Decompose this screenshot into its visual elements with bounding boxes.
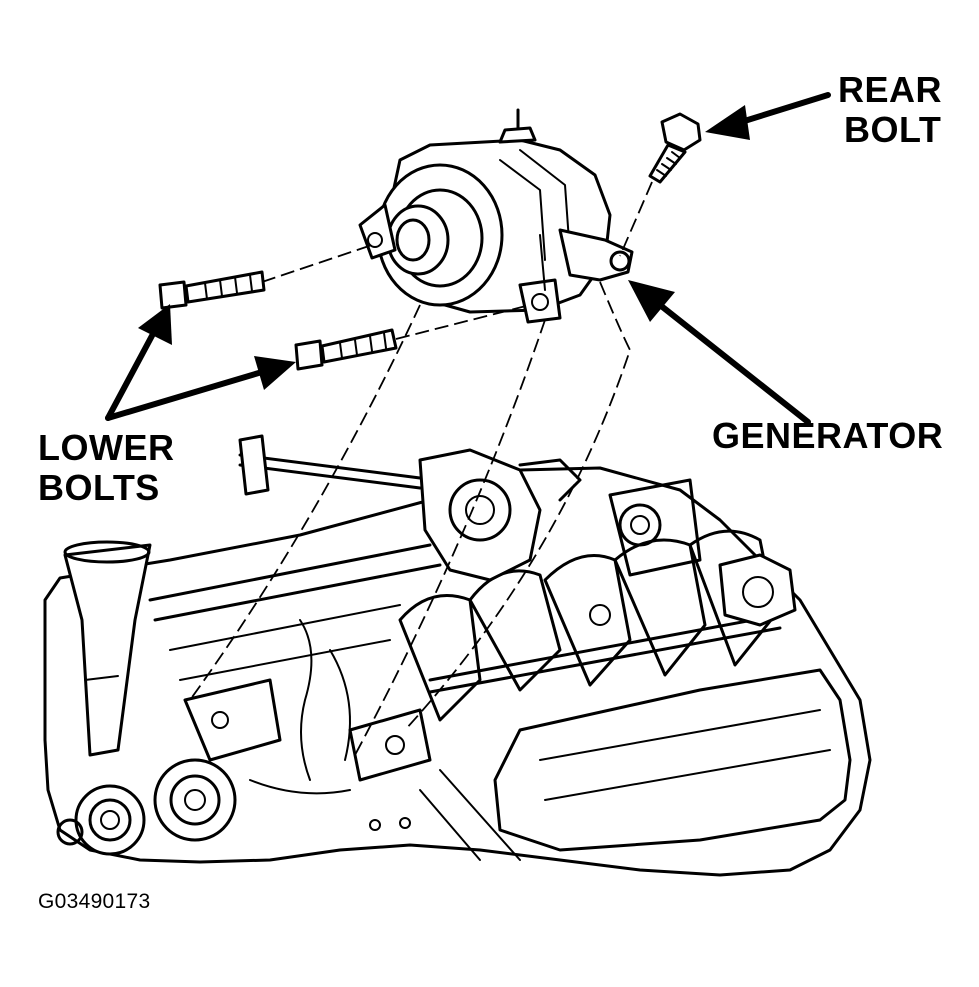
lower-bolt-upper — [158, 270, 266, 310]
callout-arrows — [105, 92, 831, 425]
lower-bolts-label-line2: BOLTS — [38, 467, 160, 508]
lower-bolt-lower — [294, 328, 398, 371]
lower-bolts-label-line1: LOWER — [38, 427, 175, 468]
bolts — [158, 112, 702, 371]
lower-bolts-label: LOWER BOLTS — [38, 428, 174, 508]
generator-arrow — [657, 302, 811, 425]
generator-label: GENERATOR — [712, 416, 943, 456]
figure-id: G03490173 — [38, 890, 151, 913]
lower-bolts-arrow-upper — [105, 329, 157, 421]
rear-bolt-label-line2: BOLT — [844, 109, 942, 150]
rear-bolt-arrow — [735, 92, 831, 126]
rear-bolt-label-line1: REAR — [838, 69, 943, 110]
rear-bolt-label: REAR BOLT — [838, 70, 942, 150]
generator-label-text: GENERATOR — [712, 415, 944, 456]
generator-illustration — [358, 108, 634, 324]
lower-bolts-arrow-lower — [105, 369, 265, 421]
engine-illustration — [43, 434, 872, 877]
rear-bolt — [648, 112, 702, 184]
alignment-lines — [189, 181, 653, 756]
